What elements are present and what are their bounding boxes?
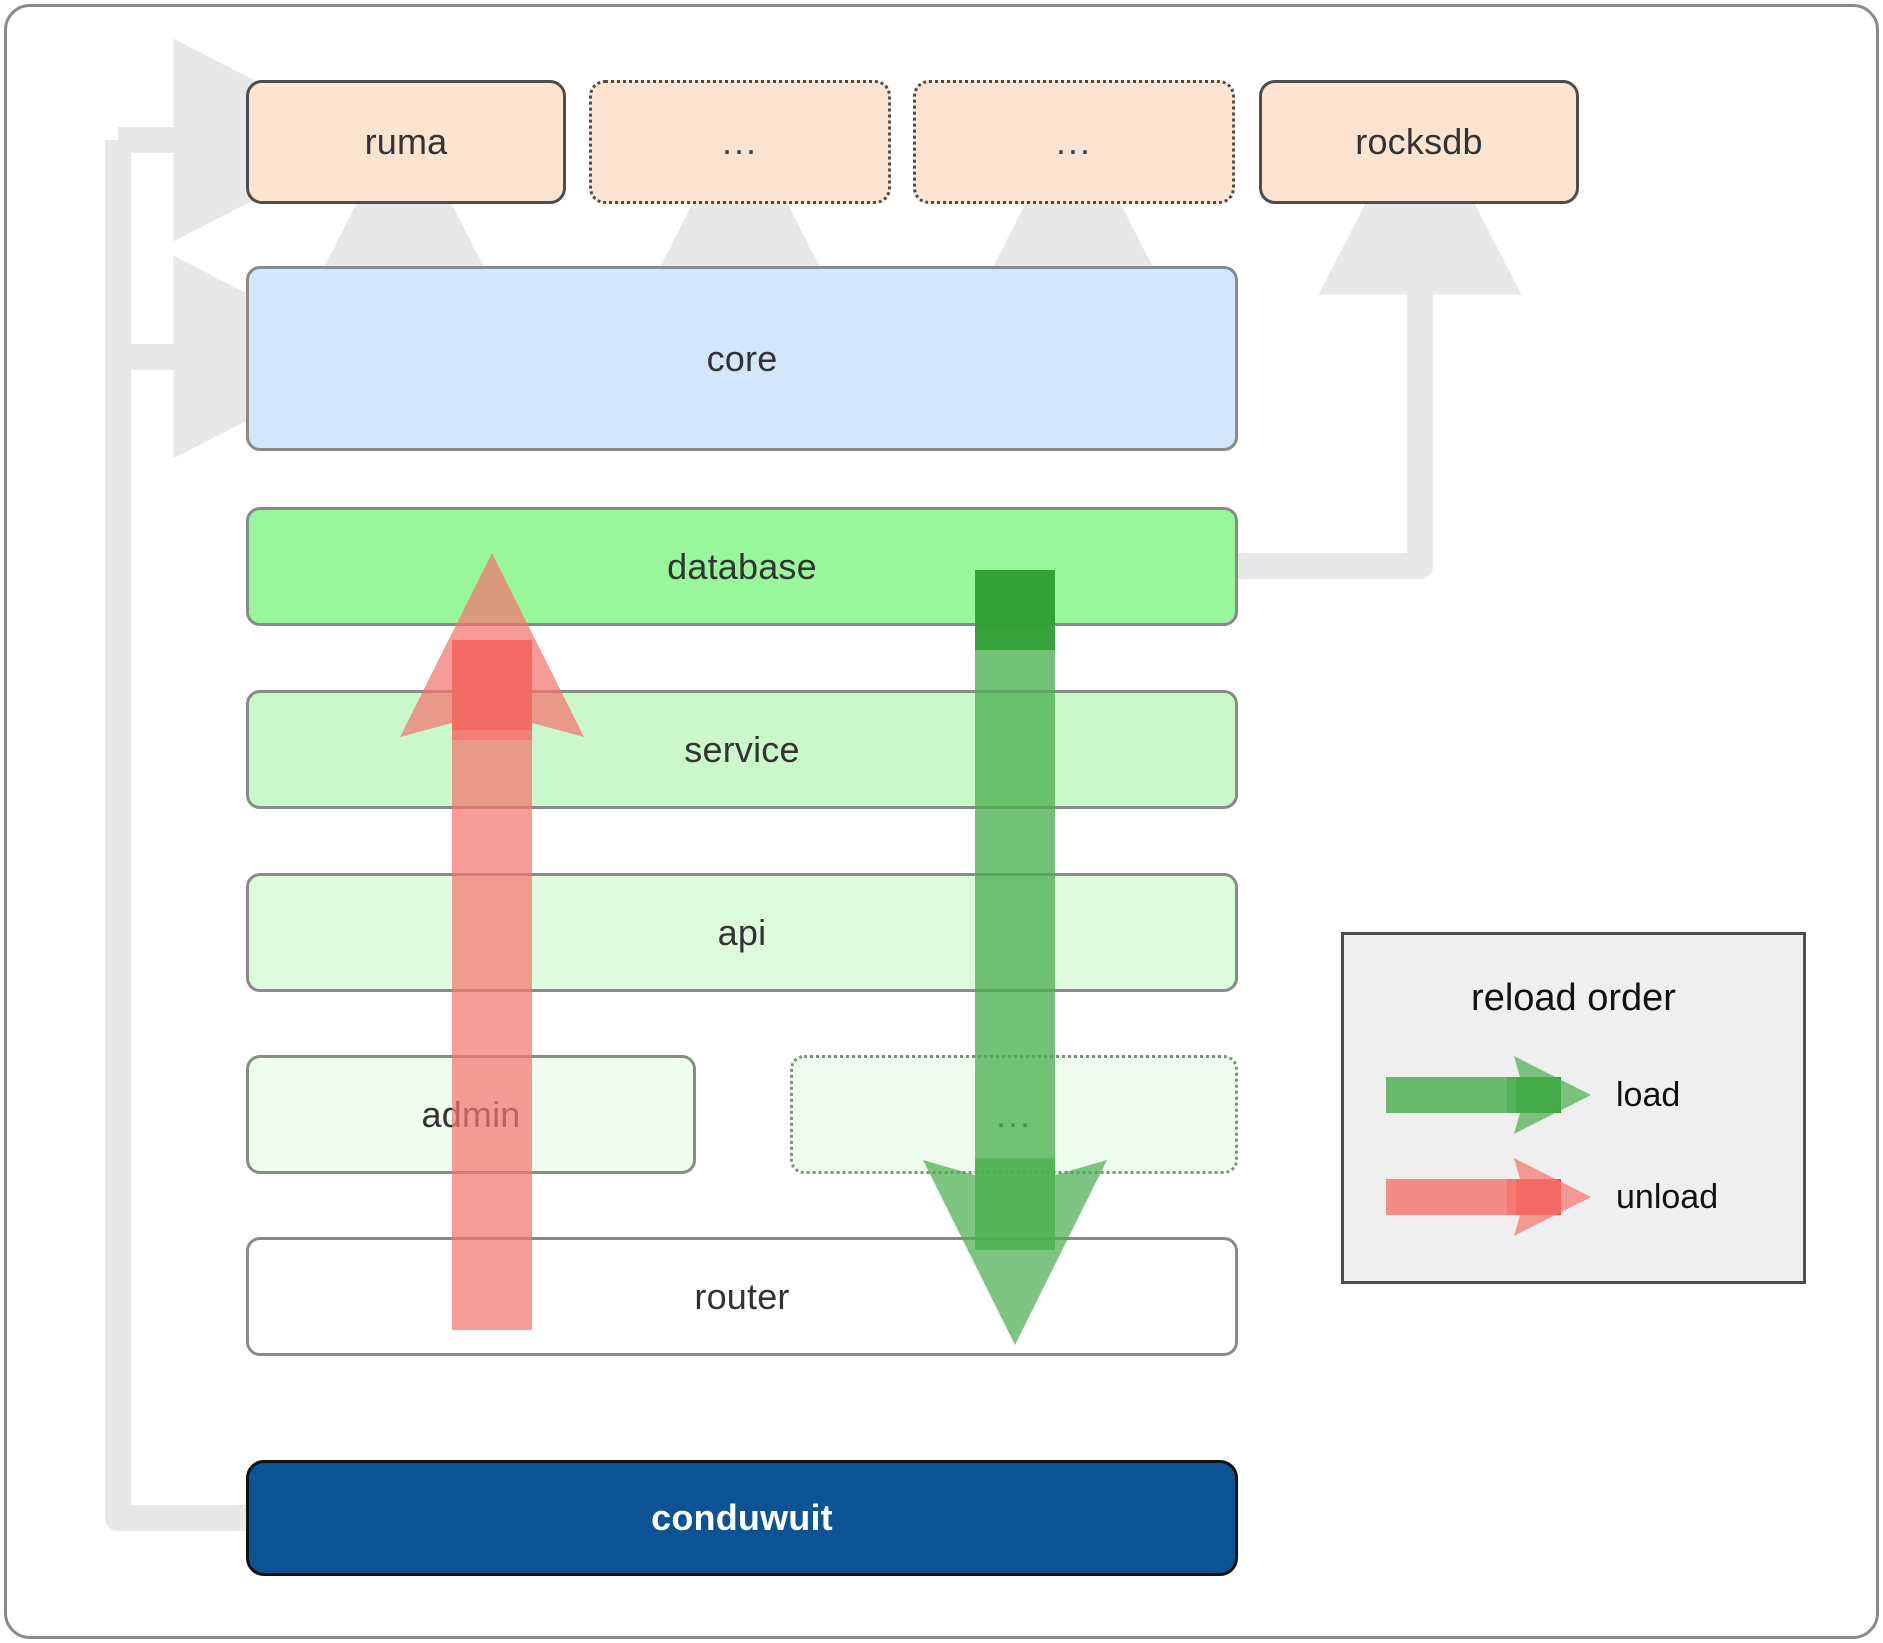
node-etc[interactable]: ... bbox=[790, 1055, 1238, 1174]
node-router[interactable]: router bbox=[246, 1237, 1238, 1356]
legend-arrow-layer bbox=[1386, 1056, 1591, 1236]
node-core-label: core bbox=[706, 337, 778, 379]
node-etc-label: ... bbox=[995, 1093, 1032, 1135]
diagram-frame bbox=[4, 4, 1879, 1639]
legend-title: reload order bbox=[1471, 977, 1676, 1019]
node-database[interactable]: database bbox=[246, 507, 1238, 626]
node-admin[interactable]: admin bbox=[246, 1055, 696, 1174]
node-rocksdb-label: rocksdb bbox=[1355, 121, 1483, 162]
node-conduwuit[interactable]: conduwuit bbox=[246, 1460, 1238, 1576]
node-dep-2[interactable]: ... bbox=[589, 80, 891, 204]
legend-box: reload order load unload bbox=[1341, 932, 1806, 1284]
legend-unload-arrow bbox=[1386, 1158, 1591, 1236]
node-dep-2-label: ... bbox=[721, 121, 758, 162]
node-database-label: database bbox=[667, 545, 817, 587]
node-core[interactable]: core bbox=[246, 266, 1238, 451]
node-router-label: router bbox=[694, 1275, 790, 1317]
node-dep-3[interactable]: ... bbox=[913, 80, 1235, 204]
legend-load-arrow bbox=[1386, 1056, 1591, 1134]
node-ruma-label: ruma bbox=[364, 121, 448, 162]
node-ruma[interactable]: ruma bbox=[246, 80, 566, 204]
node-api-label: api bbox=[717, 911, 767, 953]
node-admin-label: admin bbox=[421, 1093, 521, 1135]
node-conduwuit-label: conduwuit bbox=[651, 1497, 833, 1538]
node-rocksdb[interactable]: rocksdb bbox=[1259, 80, 1579, 204]
node-service[interactable]: service bbox=[246, 690, 1238, 809]
node-api[interactable]: api bbox=[246, 873, 1238, 992]
node-dep-3-label: ... bbox=[1055, 121, 1092, 162]
node-service-label: service bbox=[684, 728, 800, 770]
legend-label-load: load bbox=[1616, 1076, 1681, 1114]
legend-label-unload: unload bbox=[1616, 1178, 1719, 1216]
